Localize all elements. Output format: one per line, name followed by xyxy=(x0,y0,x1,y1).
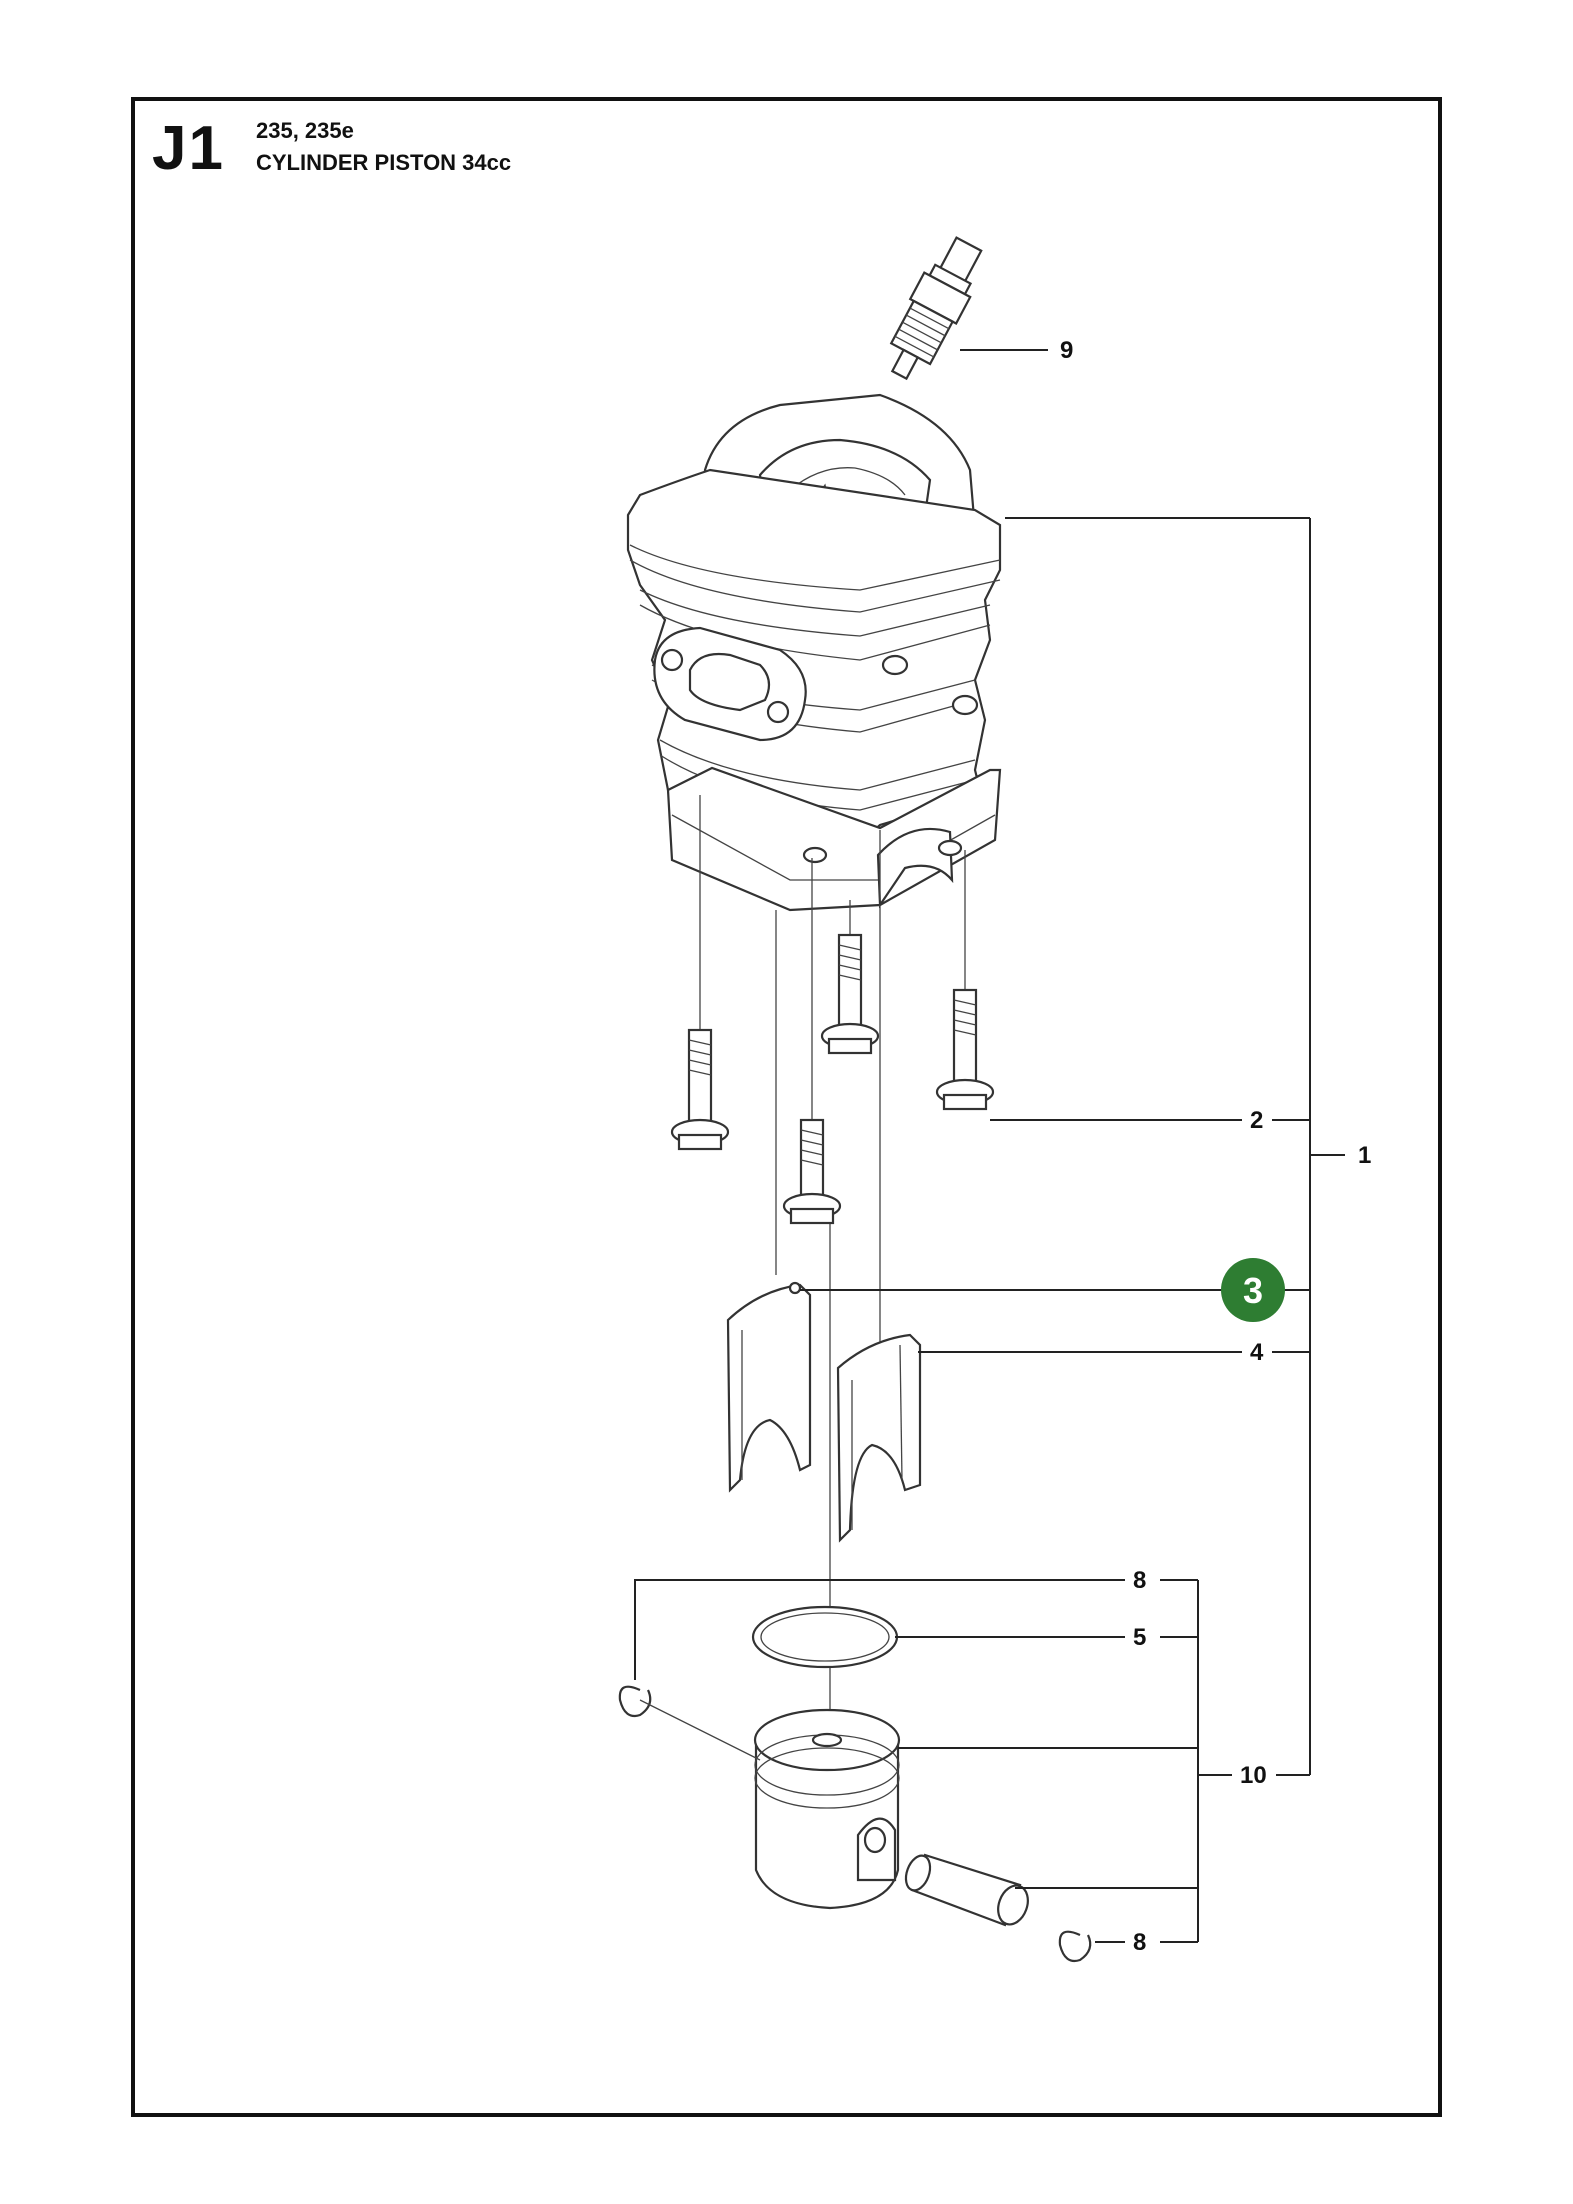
transfer-port-cover[interactable] xyxy=(836,1333,922,1543)
cylinder-bolt[interactable] xyxy=(782,1118,842,1225)
cylinder-bolt[interactable] xyxy=(935,988,995,1111)
callout-10[interactable]: 10 xyxy=(1240,1762,1267,1789)
cylinder[interactable] xyxy=(626,393,1002,912)
callout-3: 3 xyxy=(1243,1270,1263,1311)
piston[interactable] xyxy=(753,1708,901,1910)
circlip-pin-line xyxy=(639,1699,761,1761)
callout-3-highlight[interactable]: 3 xyxy=(1221,1258,1285,1322)
callout-8a[interactable]: 8 xyxy=(1133,1567,1146,1594)
transfer-port-cover[interactable] xyxy=(726,1281,812,1493)
callout-9[interactable]: 9 xyxy=(1060,337,1073,364)
diagram-frame xyxy=(131,97,1442,2117)
piston-ring[interactable] xyxy=(751,1605,899,1669)
section-code: J1 xyxy=(152,114,225,183)
circlip[interactable] xyxy=(618,1685,652,1718)
callout-8b[interactable]: 8 xyxy=(1133,1929,1146,1956)
cylinder-bolt[interactable] xyxy=(820,933,880,1055)
leader-8a xyxy=(634,1579,1125,1680)
model-numbers: 235, 235e xyxy=(256,118,354,143)
circlip[interactable] xyxy=(1058,1930,1092,1963)
callout-4[interactable]: 4 xyxy=(1250,1339,1264,1366)
diagram-title: CYLINDER PISTON 34cc xyxy=(256,150,512,175)
callout-1[interactable]: 1 xyxy=(1358,1142,1371,1169)
callout-2[interactable]: 2 xyxy=(1250,1107,1263,1134)
piston-pin[interactable] xyxy=(902,1852,1033,1928)
callout-5[interactable]: 5 xyxy=(1133,1624,1146,1651)
spark-plug[interactable] xyxy=(876,232,991,387)
cylinder-bolt[interactable] xyxy=(670,1028,730,1151)
